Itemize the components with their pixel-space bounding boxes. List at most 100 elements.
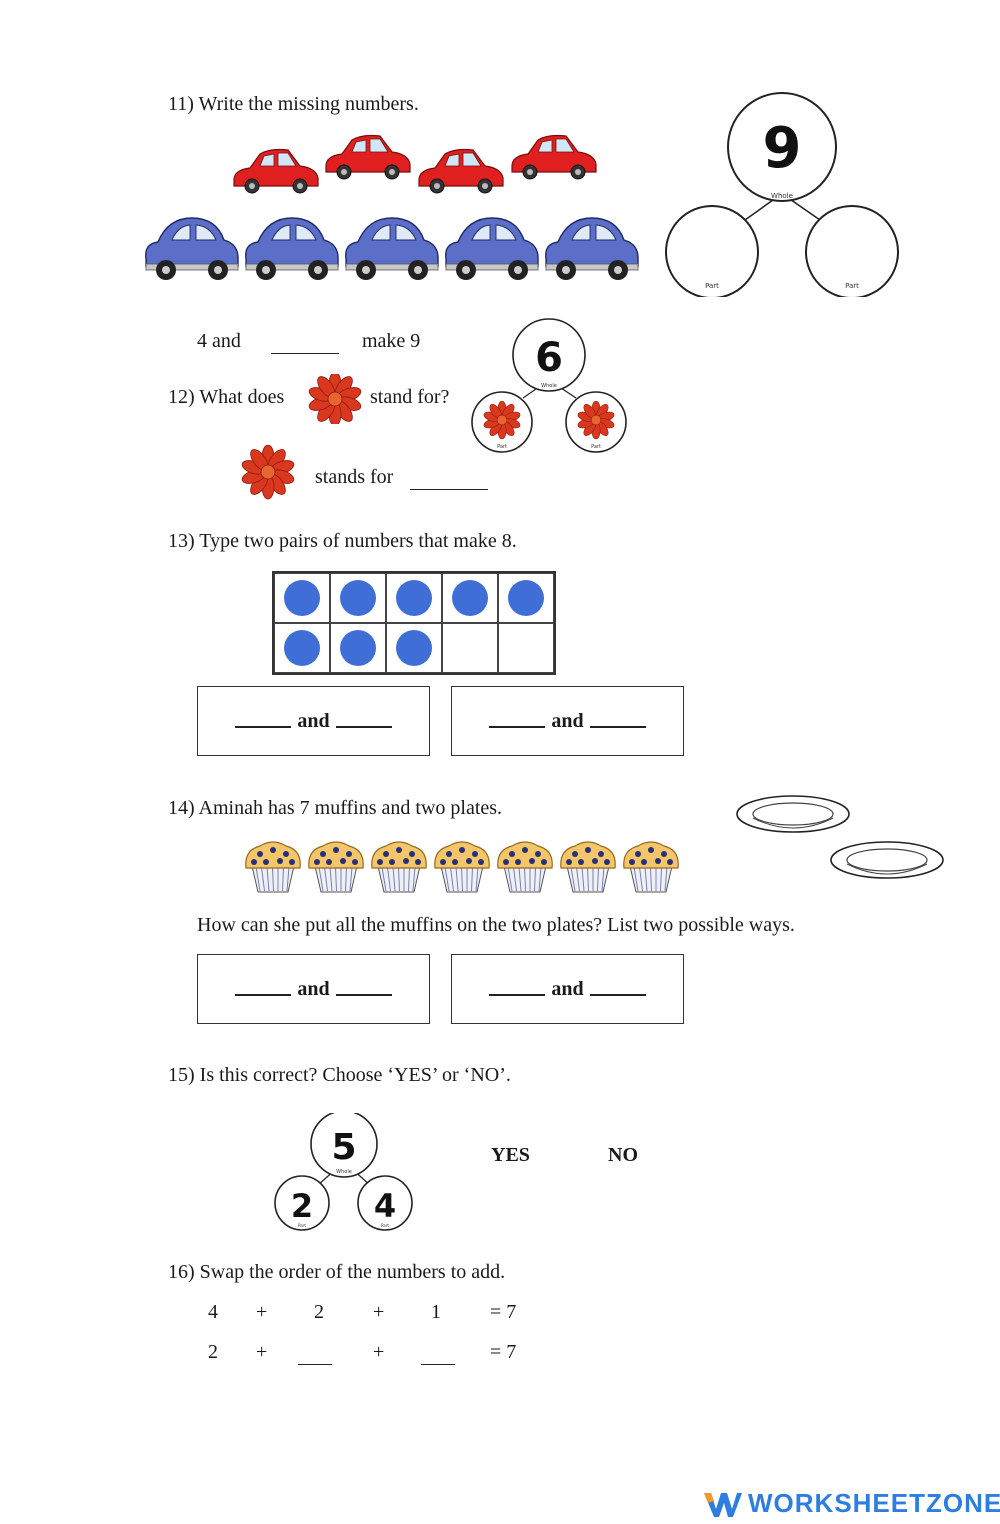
q14-box2-blank-2[interactable] (589, 994, 646, 996)
q13-box1-blank-2[interactable] (335, 726, 392, 728)
q14-answer-box-1[interactable]: and (197, 954, 430, 1024)
red-car-icon (233, 148, 319, 194)
q11-part-right-label: Part (845, 282, 859, 290)
q13-box1-and: and (297, 709, 330, 732)
q11-answer-blank[interactable] (271, 352, 339, 354)
flower-icon (483, 400, 521, 440)
ten-frame-cell (330, 573, 386, 623)
q14-title: 14) Aminah has 7 muffins and two plates. (168, 797, 503, 819)
q16-row2-blank-2[interactable] (421, 1363, 455, 1365)
q16-title: 16) Swap the order of the numbers to add… (168, 1261, 506, 1283)
q12-title-end: stand for? (370, 386, 450, 408)
q16-row2-plus2: + (373, 1341, 385, 1363)
q13-box2-and: and (551, 709, 584, 732)
plate-icon (830, 841, 944, 879)
q15-number-bond: 5 Whole 2 Part 4 Part (274, 1113, 413, 1231)
q16-row1-n2: 2 (314, 1301, 324, 1323)
q16-row2-plus1: + (256, 1341, 268, 1363)
q11-whole-label: Whole (771, 192, 793, 200)
ten-frame-cell (386, 573, 442, 623)
ten-frame (272, 571, 556, 675)
q16-row1-result: = 7 (490, 1301, 517, 1323)
counter-dot (396, 630, 432, 666)
ten-frame-cell (498, 623, 554, 673)
q11-sentence-start: 4 and (197, 330, 241, 352)
q16-row2-result: = 7 (490, 1341, 517, 1363)
counter-dot (396, 580, 432, 616)
q12-number-bond: 6 Whole Part Part (471, 318, 627, 453)
no-option[interactable]: NO (608, 1144, 638, 1166)
ten-frame-cell (442, 573, 498, 623)
q11-part-left-circle (665, 205, 759, 297)
w-logo-icon (704, 1492, 742, 1517)
plate-icon (736, 795, 850, 833)
ten-frame-cell (386, 623, 442, 673)
q11-part-left-label: Part (705, 282, 719, 290)
muffin-icon (308, 841, 364, 893)
q14-question: How can she put all the muffins on the t… (197, 914, 795, 936)
ten-frame-cell (498, 573, 554, 623)
q15-whole-value: 5 (331, 1127, 356, 1168)
ten-frame-cell (274, 623, 330, 673)
q13-answer-box-1[interactable]: and (197, 686, 430, 756)
red-car-icon (325, 134, 411, 180)
q12-part-left-label: Part (497, 444, 507, 450)
q14-box1-and: and (297, 977, 330, 1000)
q14-answer-box-2[interactable]: and (451, 954, 684, 1024)
q12-answer-blank[interactable] (410, 488, 488, 490)
counter-dot (284, 580, 320, 616)
q15-part-left-value: 2 (291, 1187, 313, 1225)
q13-title: 13) Type two pairs of numbers that make … (168, 530, 517, 552)
worksheetzone-logo: WORKSHEETZONE (702, 1488, 1000, 1519)
muffin-icon (371, 841, 427, 893)
q16-row1-plus2: + (373, 1301, 385, 1323)
q11-sentence-end: make 9 (362, 330, 421, 352)
q12-whole-value: 6 (535, 335, 563, 381)
muffins-row (245, 841, 679, 893)
q16-row1-plus1: + (256, 1301, 268, 1323)
red-car-icon (418, 148, 504, 194)
muffin-icon (497, 841, 553, 893)
q15-part-left-label: Part (298, 1223, 306, 1228)
flower-icon (308, 374, 362, 424)
counter-dot (452, 580, 488, 616)
ten-frame-cell (330, 623, 386, 673)
yes-option[interactable]: YES (491, 1144, 530, 1166)
q16-row2-blank-1[interactable] (298, 1363, 332, 1365)
q11-whole-value: 9 (763, 116, 802, 181)
blue-cars-row (145, 217, 639, 280)
q11-number-bond: 9 Whole Part Part (665, 92, 899, 297)
q13-box1-blank-1[interactable] (235, 726, 292, 728)
plates-illustration (736, 795, 944, 879)
ten-frame-cell (442, 623, 498, 673)
q14-box1-blank-2[interactable] (335, 994, 392, 996)
brand-name: WORKSHEETZONE (748, 1488, 1000, 1518)
q14-box2-blank-1[interactable] (489, 994, 546, 996)
blue-car-icon (545, 217, 639, 280)
muffin-icon (623, 841, 679, 893)
q11-part-right-circle (805, 205, 899, 297)
counter-dot (508, 580, 544, 616)
q13-box2-blank-2[interactable] (589, 726, 646, 728)
q16-row2-n1: 2 (208, 1341, 218, 1363)
flower-icon (577, 400, 615, 440)
q11-title: 11) Write the missing numbers. (168, 93, 419, 115)
q11-whole-circle (727, 92, 837, 202)
q15-part-right-value: 4 (374, 1187, 396, 1225)
q15-whole-label: Whole (336, 1169, 352, 1175)
q13-answer-box-2[interactable]: and (451, 686, 684, 756)
q15-part-right-label: Part (381, 1223, 389, 1228)
q13-box2-blank-1[interactable] (489, 726, 546, 728)
q16-row1-n3: 1 (431, 1301, 441, 1323)
q14-box1-blank-1[interactable] (235, 994, 292, 996)
q12-whole-label: Whole (541, 383, 557, 389)
muffin-icon (560, 841, 616, 893)
counter-dot (340, 580, 376, 616)
blue-car-icon (145, 217, 239, 280)
muffin-icon (245, 841, 301, 893)
counter-dot (340, 630, 376, 666)
q12-title-start: 12) What does (168, 386, 285, 408)
blue-car-icon (345, 217, 439, 280)
muffin-icon (434, 841, 490, 893)
red-cars-row (233, 134, 597, 194)
